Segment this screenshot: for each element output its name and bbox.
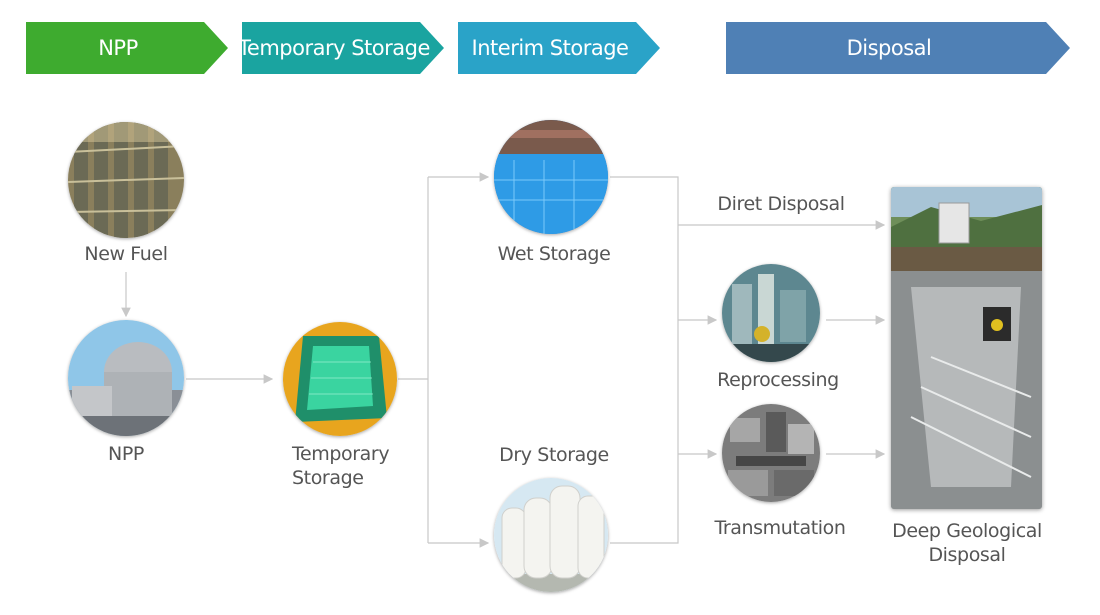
reprocessing-label: Reprocessing bbox=[717, 369, 839, 391]
new-fuel-label: New Fuel bbox=[84, 243, 168, 265]
transmutation-image bbox=[722, 404, 820, 502]
stage-temporary-storage-label: Temporary Storage bbox=[238, 36, 430, 60]
stage-disposal-label: Disposal bbox=[846, 36, 932, 60]
stage-interim-storage-header: Interim Storage bbox=[458, 22, 660, 74]
dry-storage-image bbox=[494, 478, 608, 592]
stage-interim-storage-label: Interim Storage bbox=[471, 36, 629, 60]
transmutation-label: Transmutation bbox=[714, 517, 846, 539]
direct-disposal-label: Diret Disposal bbox=[717, 193, 845, 215]
temporary-storage-label: Temporary Storage bbox=[292, 443, 390, 489]
wet-storage-label: Wet Storage bbox=[497, 243, 611, 265]
edge-wet-out bbox=[610, 176, 679, 544]
stage-disposal-header: Disposal bbox=[726, 22, 1070, 74]
stage-temporary-storage-header: Temporary Storage bbox=[242, 22, 444, 74]
stage-npp-label: NPP bbox=[98, 36, 138, 60]
new-fuel-image bbox=[68, 122, 184, 238]
temporary-storage-image bbox=[283, 322, 397, 436]
reprocessing-image bbox=[722, 264, 820, 362]
stage-npp-header: NPP bbox=[26, 22, 228, 74]
wet-storage-image bbox=[494, 120, 608, 234]
npp-image bbox=[68, 320, 184, 436]
npp-label: NPP bbox=[108, 443, 144, 465]
dry-storage-label: Dry Storage bbox=[499, 444, 609, 466]
deep-geological-disposal-image bbox=[891, 187, 1042, 509]
deep-geological-disposal-label: Deep Geological Disposal bbox=[892, 520, 1042, 566]
